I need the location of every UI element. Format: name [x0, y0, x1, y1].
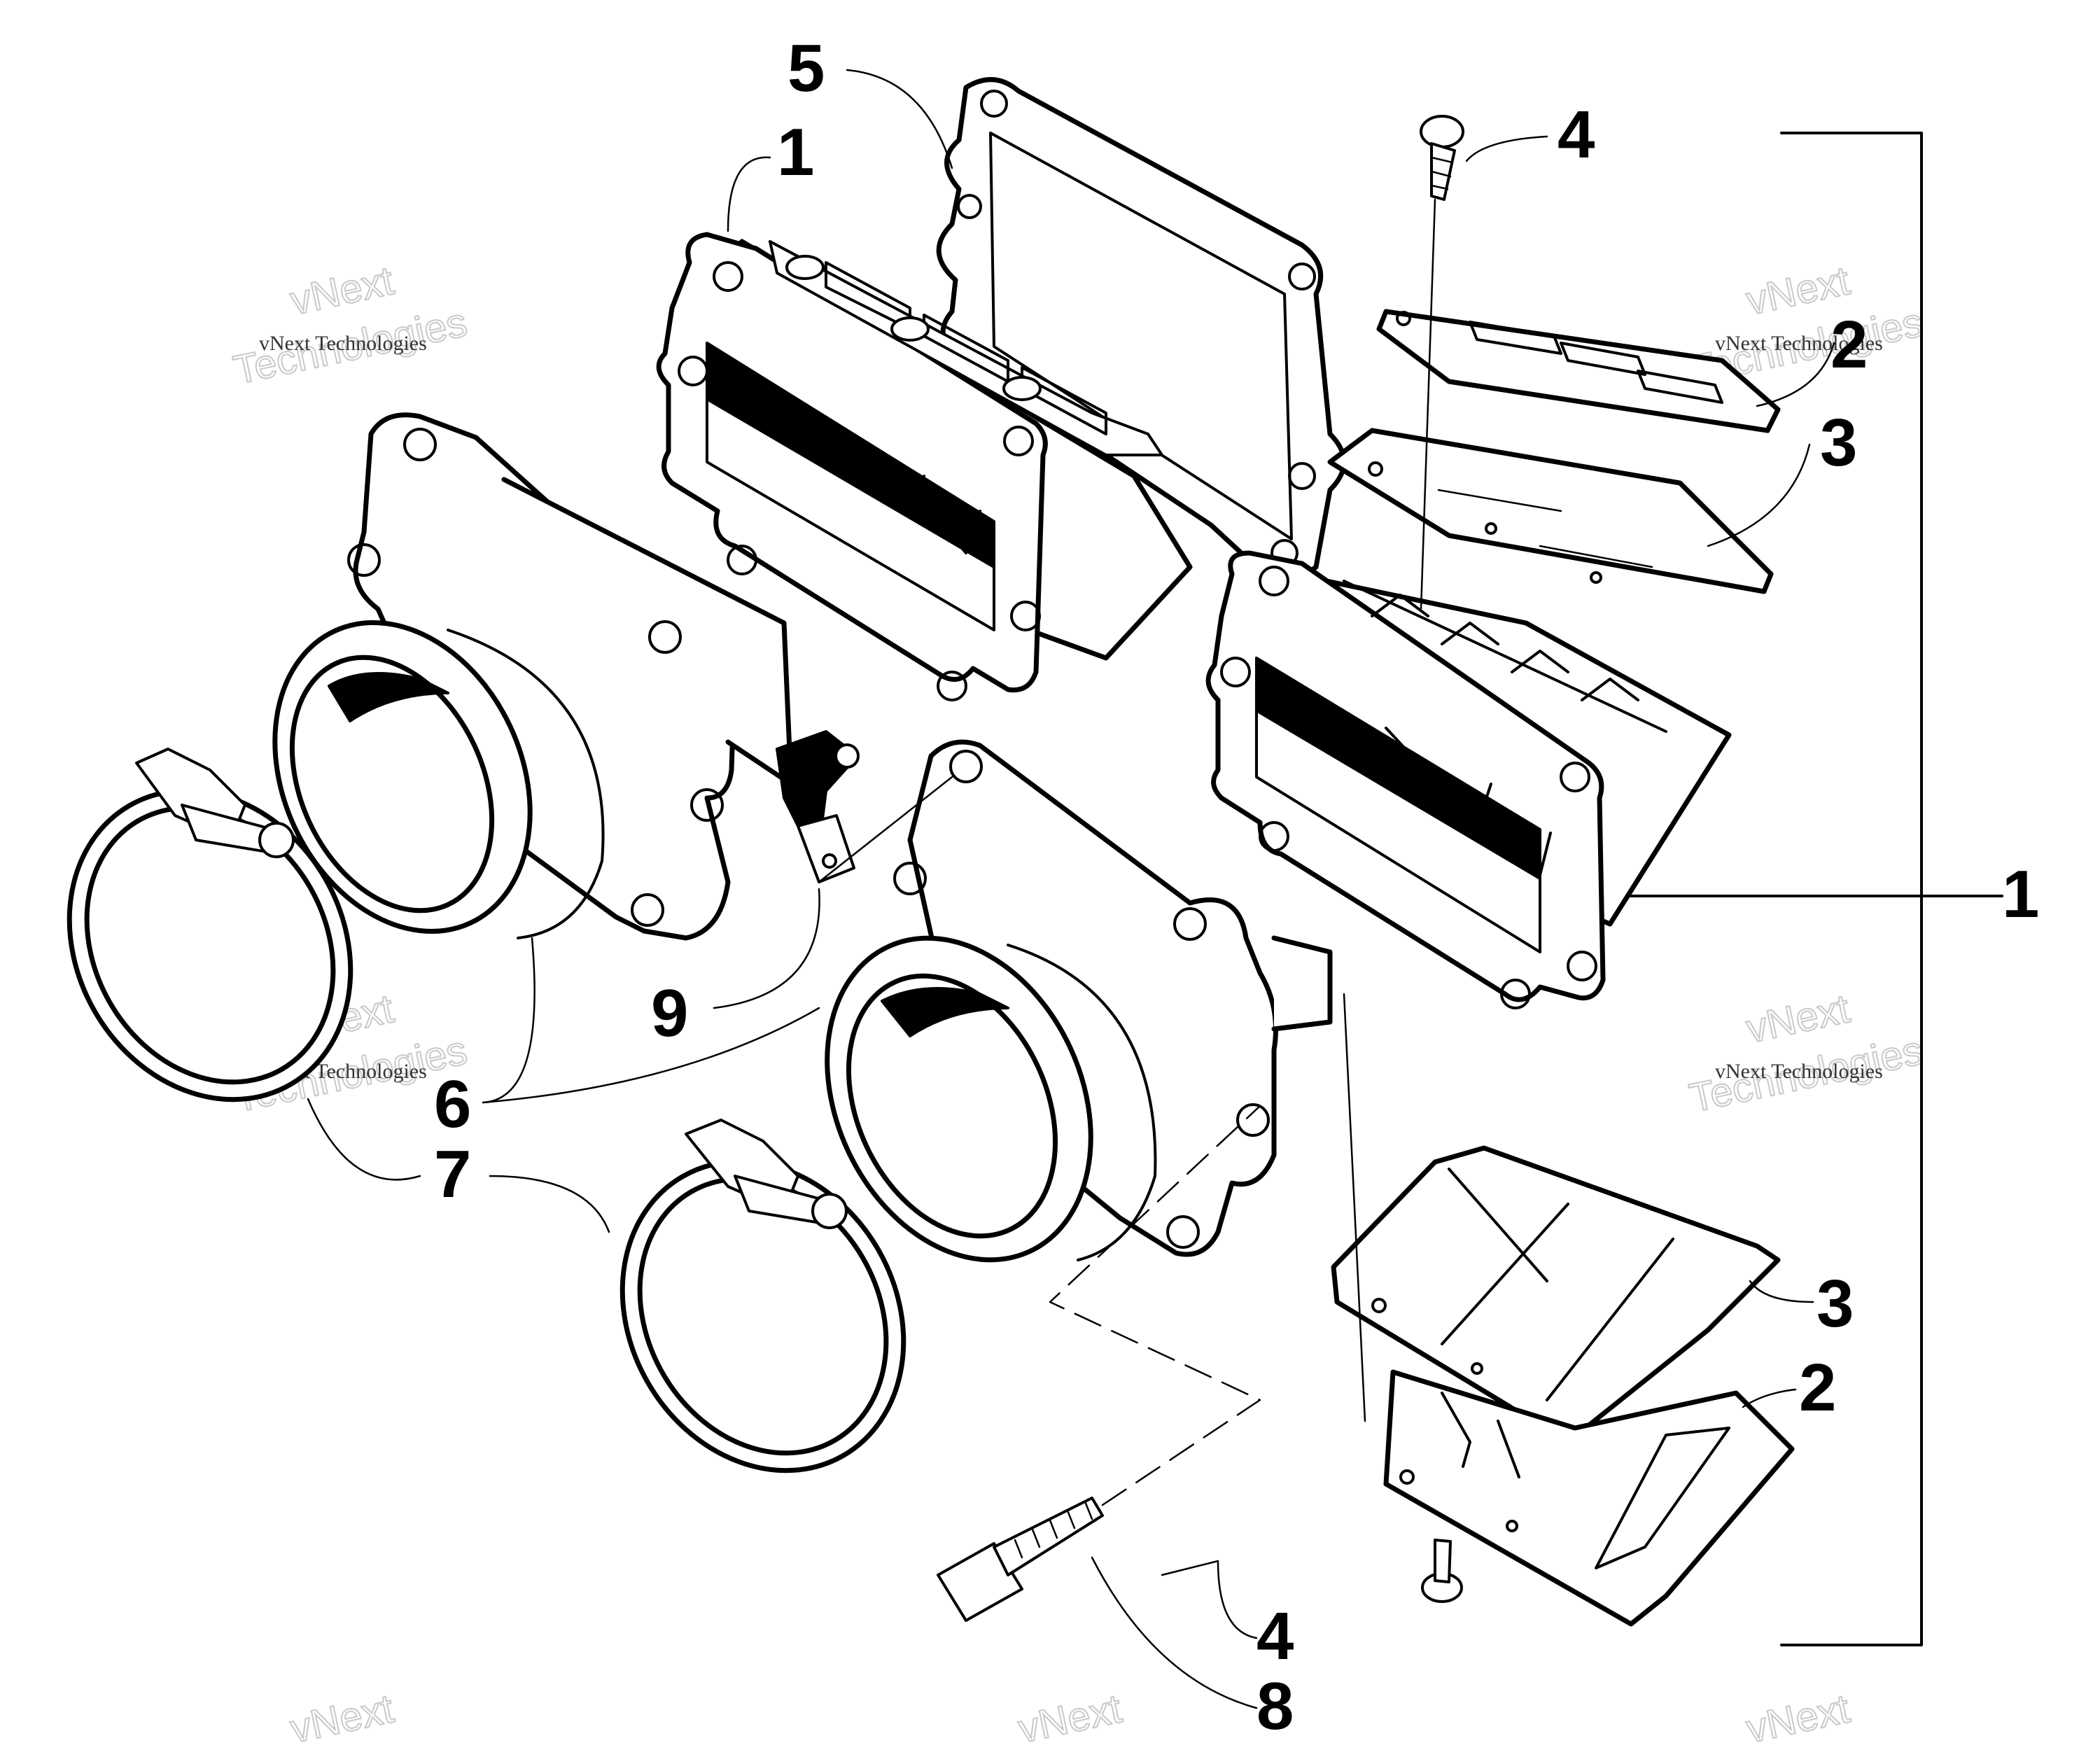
- intake-manifold-lower: [825, 739, 1333, 1263]
- callout-8: 8: [1256, 1669, 1294, 1744]
- reed-cage-lower: [1205, 550, 1732, 1009]
- callout-1-top: 1: [777, 115, 814, 190]
- callout-7: 7: [434, 1137, 471, 1212]
- hose-clamp-lower: [620, 1119, 906, 1474]
- leader-lines: [307, 69, 1835, 1709]
- intake-manifold-upper: [272, 412, 794, 941]
- oil-line-clip: [776, 730, 860, 883]
- reed-petal-top: [1327, 428, 1774, 594]
- watermark-line1: vNext: [286, 258, 398, 323]
- callout-2-top: 2: [1830, 307, 1868, 382]
- callout-3-bottom: 3: [1816, 1266, 1854, 1341]
- assembly-bracket: [1626, 132, 2003, 1646]
- callout-1-right: 1: [2002, 857, 2039, 932]
- callout-4-bottom: 4: [1256, 1599, 1294, 1674]
- callout-2-bottom: 2: [1799, 1350, 1836, 1425]
- callout-4-top: 4: [1558, 97, 1595, 172]
- watermark-small: vNext Technologies: [1715, 332, 1883, 355]
- reed-stopper-top: [1376, 309, 1781, 433]
- callout-5: 5: [788, 31, 825, 106]
- screw-top: [1420, 115, 1464, 610]
- bolt: [937, 1105, 1261, 1622]
- reed-stopper-bottom: [1383, 1369, 1795, 1627]
- hose-clamp-upper: [66, 748, 354, 1102]
- watermark-small: vNext Technologies: [1715, 1060, 1883, 1083]
- screw-bottom: [1421, 1539, 1463, 1603]
- watermark-line1: vNext: [1014, 1686, 1126, 1751]
- callout-labels: 5 1 4 2 3 1 9 6 7 3 2 4 8: [434, 31, 2039, 1744]
- watermark-small: vNext Technologies: [259, 332, 427, 355]
- watermark-line1: vNext: [1742, 986, 1854, 1051]
- reed-cage-upper: [656, 232, 1193, 701]
- watermark-line1: vNext: [286, 1686, 398, 1751]
- reed-petal-bottom: [1331, 1145, 1781, 1445]
- callout-6: 6: [434, 1067, 471, 1142]
- callout-3-top: 3: [1820, 405, 1857, 480]
- callout-9: 9: [651, 976, 688, 1051]
- watermark-line1: vNext: [1742, 1686, 1854, 1751]
